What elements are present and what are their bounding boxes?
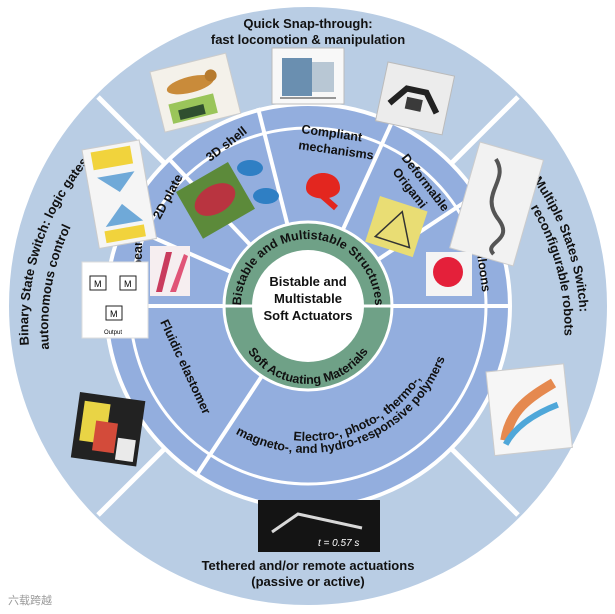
- label-snap-2: fast locomotion & manipulation: [211, 32, 405, 47]
- gate-m-3: M: [110, 309, 118, 319]
- label-snap-1: Quick Snap-through:: [243, 16, 372, 31]
- gate-m-2: M: [124, 279, 132, 289]
- center-title-line1: Bistable and: [269, 274, 346, 289]
- label-tethered-1: Tethered and/or remote actuations: [202, 558, 415, 573]
- beam-image: [150, 246, 190, 296]
- dark-device-image: [71, 392, 146, 467]
- tethered-actuation-image: t = 0.57 s: [258, 500, 380, 552]
- center-title-line2: Multistable: [274, 291, 342, 306]
- timestamp-label: t = 0.57 s: [318, 538, 359, 549]
- reconfigurable-robot-image-bottom: [486, 364, 572, 456]
- gate-output-label: Output: [104, 330, 122, 336]
- gate-m-1: M: [94, 279, 102, 289]
- balloon-image: [426, 252, 472, 296]
- encapsulation-diagram-image: [272, 48, 344, 104]
- logic-gate-schematic: M M M Output: [82, 262, 148, 338]
- center-circle: [252, 250, 364, 362]
- center-title-line3: Soft Actuators: [263, 308, 352, 323]
- watermark-text: 六载跨越: [8, 592, 52, 608]
- label-tethered-2: (passive or active): [251, 574, 364, 589]
